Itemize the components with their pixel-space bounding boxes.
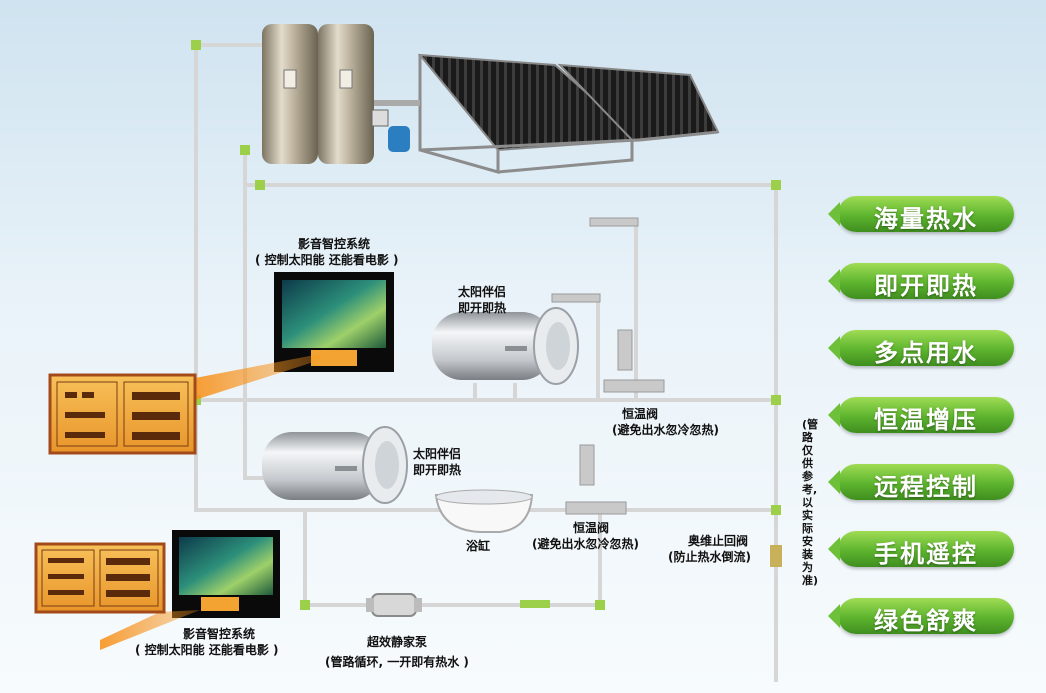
valve-1-subtitle: (避免出水忽冷忽热) (612, 423, 719, 437)
orange-beam-top (195, 354, 320, 400)
heater-bottom (262, 426, 408, 504)
heater-top (432, 307, 579, 385)
check-valve-title: 奥维止回阀 (688, 534, 749, 548)
av-system-bottom-subtitle: ( 控制太阳能 还能看电影 ) (135, 643, 279, 657)
pipe-pump-loop (303, 508, 602, 607)
pipe-network (194, 43, 778, 682)
heater-bottom-title: 太阳伴侣 (413, 447, 462, 461)
valve-2-title: 恒温阀 (573, 521, 610, 535)
feature-pill-5: 远程控制 (828, 464, 1014, 501)
feature-label: 即开即热 (874, 272, 978, 300)
pump-title: 超效静家泵 (367, 635, 428, 649)
feature-pill-7: 绿色舒爽 (828, 598, 1014, 635)
feature-pill-2: 即开即热 (828, 263, 1014, 300)
feature-pill-6: 手机遥控 (828, 531, 1014, 568)
orange-beam-bottom (100, 610, 200, 650)
shower-2 (551, 293, 627, 515)
feature-label: 多点用水 (874, 339, 978, 367)
pipe-left-main (194, 43, 302, 512)
control-panel-bottom (34, 542, 166, 614)
feature-pill-3: 多点用水 (828, 330, 1014, 367)
feature-pill-4: 恒温增压 (828, 397, 1014, 434)
solar-collector (417, 53, 720, 174)
pump-subtitle: (管路循环, 一开即有热水 ) (325, 655, 469, 669)
av-system-top-title: 影音智控系统 (298, 237, 371, 251)
av-system-top-subtitle: ( 控制太阳能 还能看电影 ) (255, 253, 399, 267)
pipe-note: (管路仅供参考, 以实际安装为准) (802, 418, 819, 587)
valve-1-title: 恒温阀 (622, 407, 659, 421)
check-valve-subtitle: (防止热水倒流) (668, 550, 751, 564)
shower-1 (589, 217, 665, 393)
heater-top-subtitle: 即开即热 (458, 301, 507, 315)
av-system-tv-bottom (172, 530, 280, 618)
feature-label: 海量热水 (874, 205, 978, 233)
circulation-pump (366, 593, 422, 617)
control-panel-top (48, 373, 197, 455)
feature-pill-1: 海量热水 (828, 196, 1014, 233)
feature-label: 手机遥控 (874, 540, 978, 568)
valve-2-subtitle: (避免出水忽冷忽热) (532, 537, 639, 551)
av-system-bottom-title: 影音智控系统 (183, 627, 256, 641)
feature-label: 远程控制 (874, 473, 978, 501)
pipe-tank-down (243, 148, 778, 682)
feature-label: 恒温增压 (874, 406, 978, 434)
water-storage-tanks (262, 24, 420, 164)
feature-label: 绿色舒爽 (874, 607, 978, 635)
heater-top-title: 太阳伴侣 (458, 285, 507, 299)
bathtub-label: 浴缸 (466, 539, 491, 553)
heater-bottom-subtitle: 即开即热 (413, 463, 462, 477)
av-system-tv-top (274, 272, 394, 372)
bathtub (434, 489, 534, 533)
